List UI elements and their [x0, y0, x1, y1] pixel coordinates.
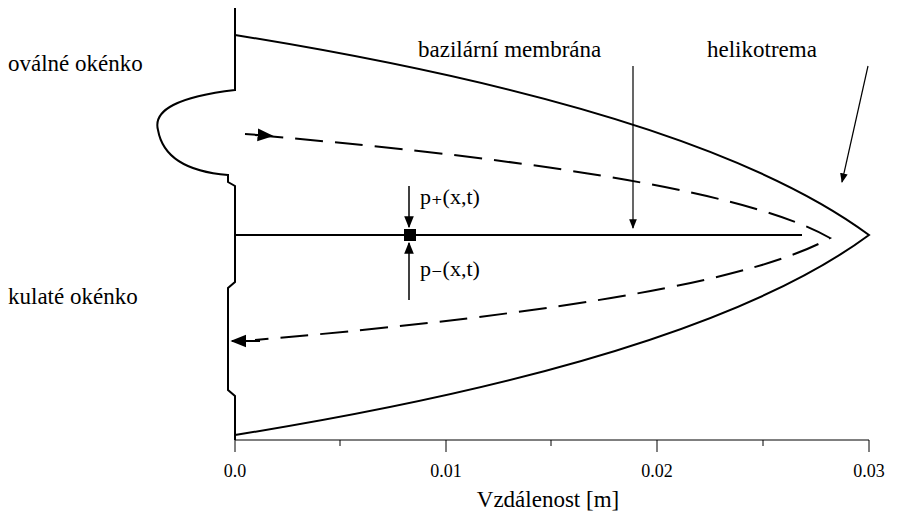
pressure-arrow [408, 243, 410, 300]
axis-title: Vzdálenost [m] [477, 488, 619, 511]
axis-tick-label: 0.0 [224, 462, 247, 480]
flow-arrow [245, 134, 272, 136]
part-label: oválné okénko [8, 52, 143, 75]
signal-label: p₋(x,t) [420, 258, 480, 280]
basilar-membrane [235, 234, 802, 236]
cochlea-wall [157, 8, 235, 440]
axis-ticks [235, 440, 869, 452]
axis-tick-label: 0.03 [853, 462, 885, 480]
membrane-element [404, 229, 416, 241]
leader-line [842, 66, 868, 182]
part-label: kulaté okénko [8, 285, 138, 308]
part-label: bazilární membrána [418, 38, 601, 61]
axis-tick-label: 0.02 [641, 462, 673, 480]
leader-line [632, 66, 633, 228]
axis-tick-label: 0.01 [430, 462, 462, 480]
signal-label: p₊(x,t) [420, 186, 480, 208]
part-label: helikotrema [707, 38, 817, 61]
flow-arrow [232, 340, 260, 342]
fluid-path [255, 135, 830, 340]
pressure-arrow [408, 186, 410, 227]
axis-line [235, 440, 869, 441]
cochlea-outline [235, 35, 869, 435]
